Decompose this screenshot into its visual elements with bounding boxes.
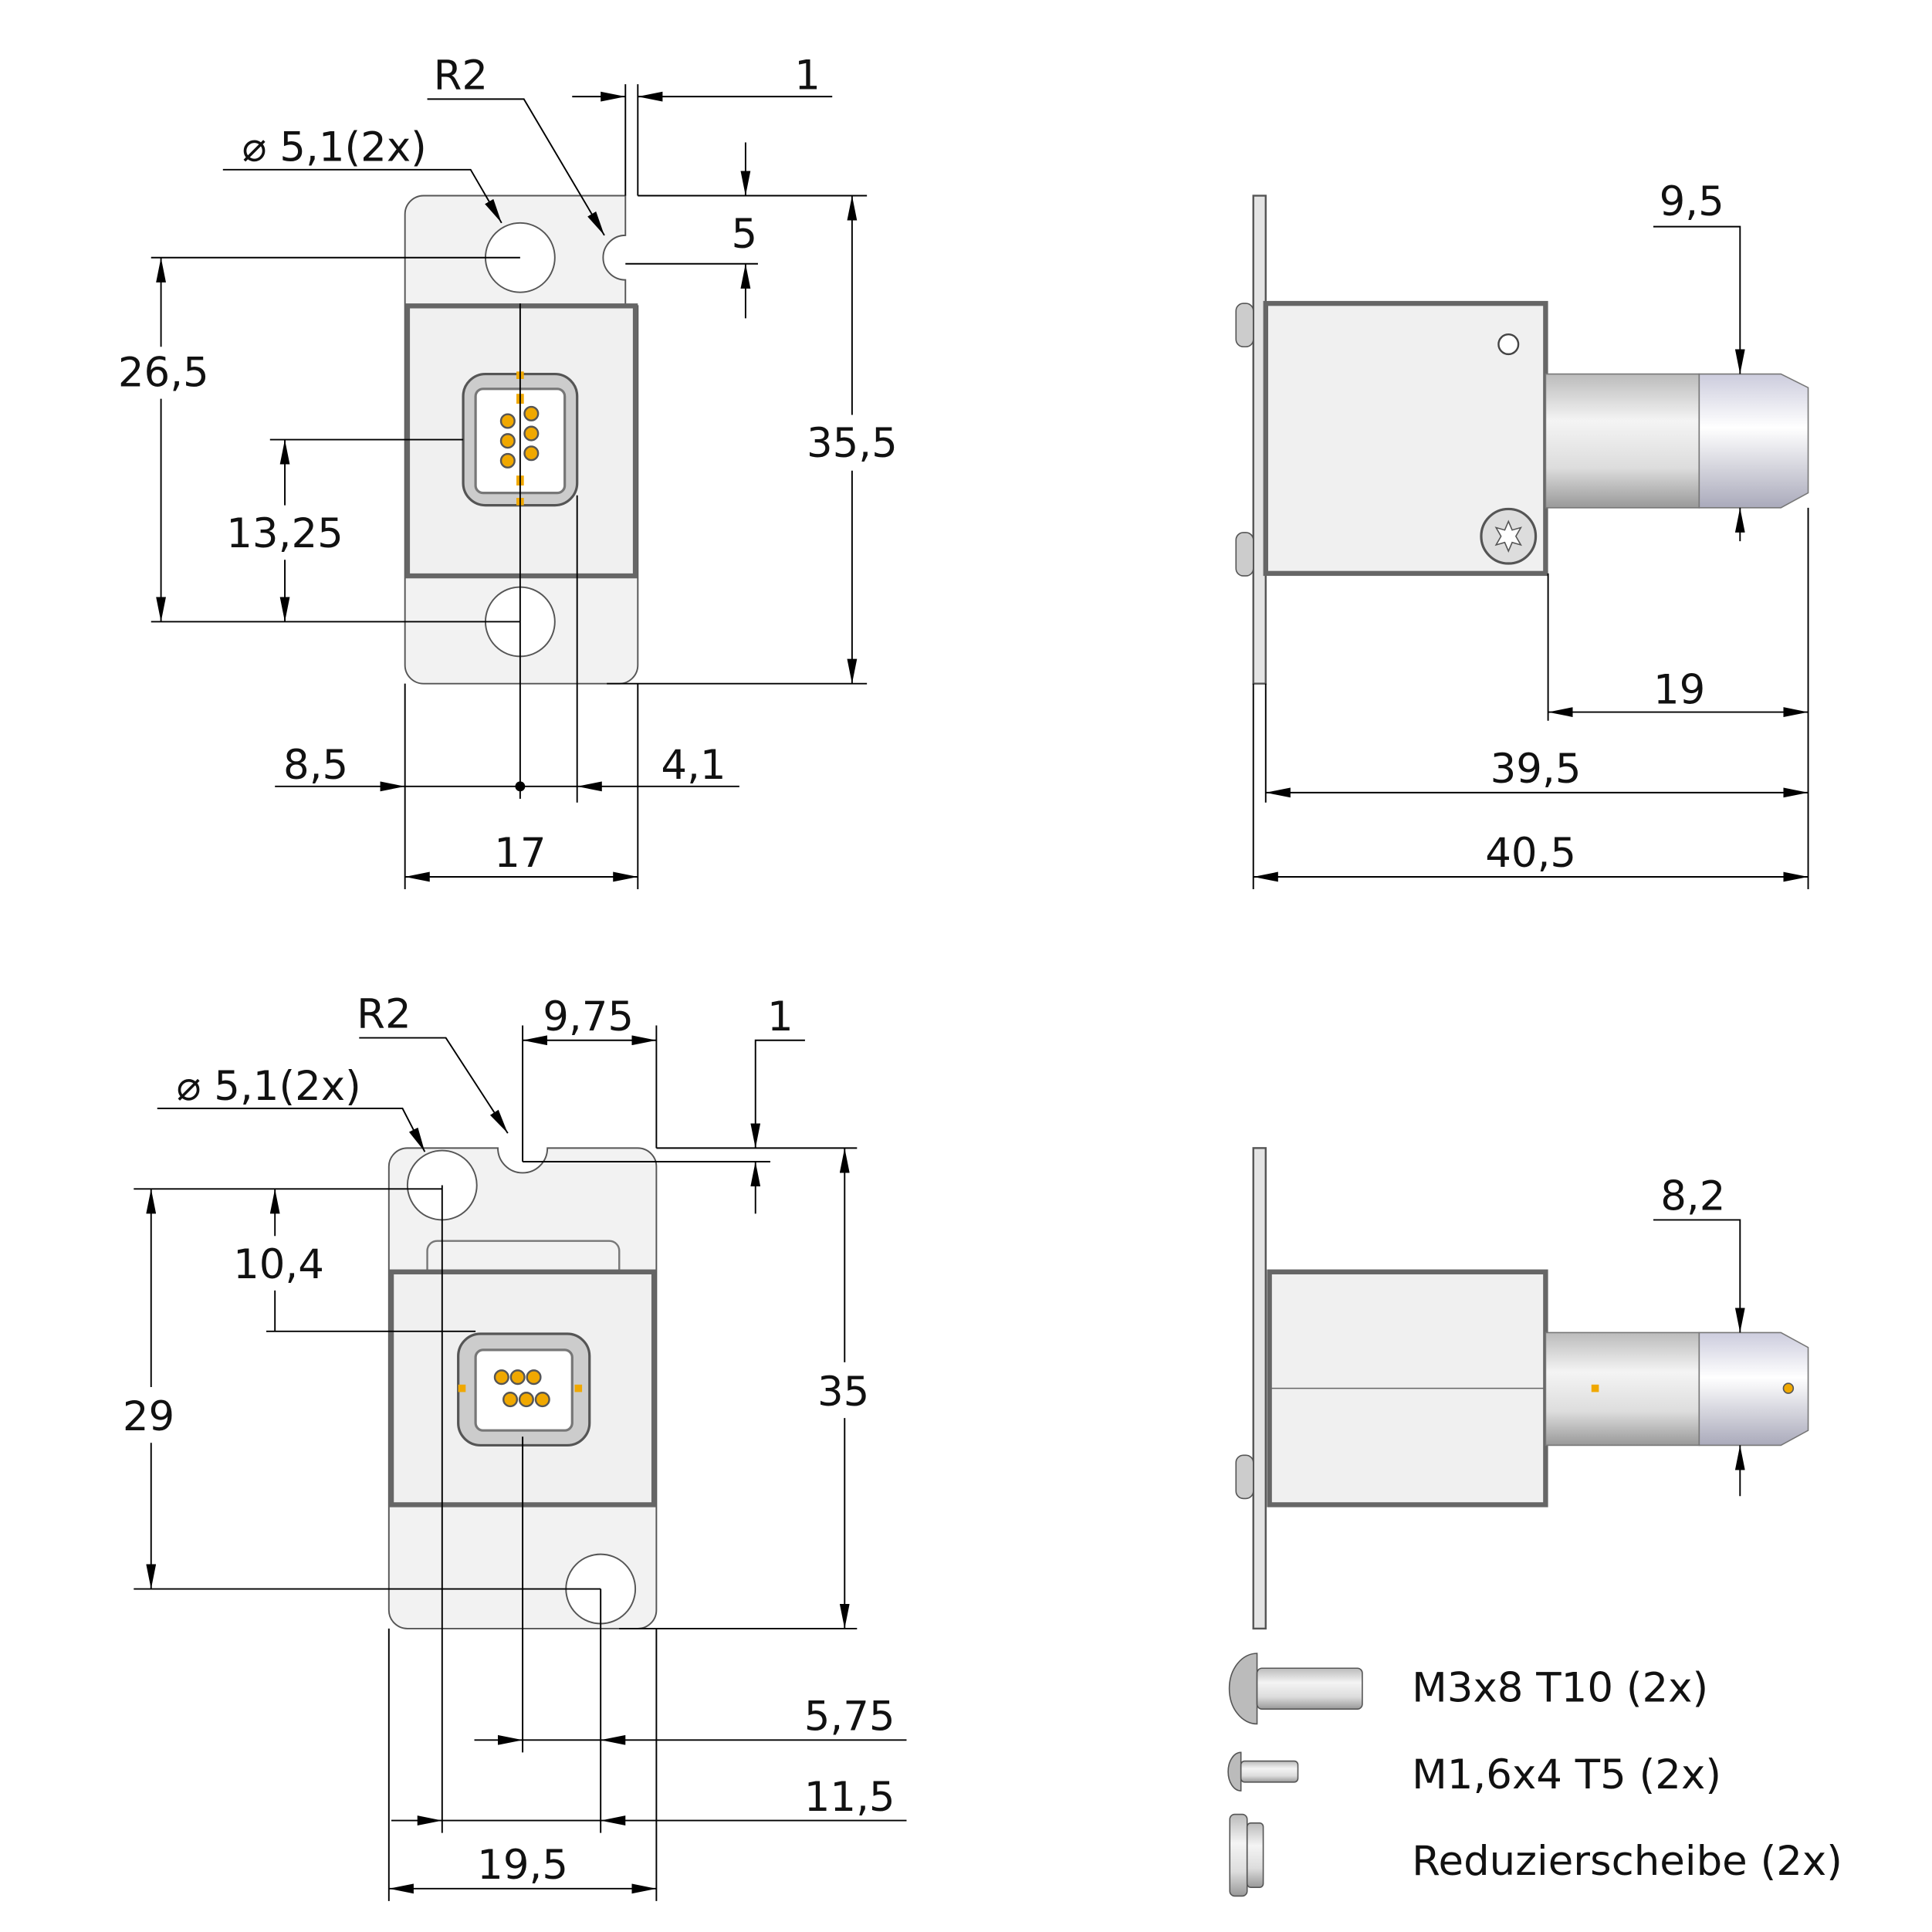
dim-edge-offset: 4,1 (661, 742, 726, 789)
dim-notch-depth: 1 (767, 993, 793, 1040)
bottom-front-view: R2 9,75 1 ⌀ 5,1(2x) 35 10,4 29 5,75 11,5… (123, 991, 907, 1901)
bottom-side-view: 8,2 (1235, 1147, 1809, 1630)
connector-face (474, 1348, 574, 1432)
screw-head (1235, 303, 1254, 348)
dim-hole-spacing: 29 (123, 1393, 174, 1440)
pin-mark (1591, 1384, 1599, 1392)
dim-tip: 9,5 (1660, 178, 1724, 225)
dim-width: 19,5 (477, 1842, 568, 1889)
dim-slot-width: 1 (794, 52, 821, 100)
dim-width: 17 (494, 830, 546, 877)
connector-cylinder (1545, 1331, 1700, 1446)
dim-hole: ⌀ 5,1(2x) (177, 1063, 361, 1110)
dim-hole-offset: 10,4 (233, 1241, 324, 1288)
dim-offset-a: 5,75 (804, 1693, 895, 1740)
legend-item-label: M3x8 T10 (2x) (1412, 1665, 1708, 1712)
parts-legend: M3x8 T10 (2x) M1,6x4 T5 (2x) Reduziersch… (1227, 1653, 1842, 1897)
contact-pins (458, 1369, 583, 1408)
dim-hole: ⌀ 5,1(2x) (242, 124, 427, 171)
screw-small-icon (1227, 1751, 1299, 1792)
legend-item-label: M1,6x4 T5 (2x) (1412, 1751, 1721, 1798)
dimension-lines (1252, 225, 1809, 890)
dim-notch-pos: 9,75 (543, 993, 634, 1040)
dim-height: 35 (817, 1369, 869, 1416)
dim-offset-b: 11,5 (804, 1774, 895, 1821)
dimension-lines (134, 1025, 907, 1901)
dimension-lines (151, 84, 868, 890)
vent-hole (1497, 333, 1520, 356)
flange (1252, 1147, 1267, 1630)
center-dot (515, 781, 526, 792)
screw-head (1235, 532, 1254, 577)
top-front-view: R2 1 ⌀ 5,1(2x) 5 35,5 26,5 13,25 8,5 4,1… (118, 52, 898, 890)
dim-slot-depth: 5 (731, 211, 757, 258)
dim-body-length: 39,5 (1490, 746, 1582, 793)
screw-head (1235, 1454, 1254, 1500)
screw-large-icon (1228, 1653, 1363, 1725)
connector-tip (1698, 373, 1809, 509)
pin-mark (1782, 1382, 1795, 1394)
dim-total-length: 40,5 (1485, 830, 1576, 877)
dim-extension: 19 (1653, 666, 1705, 713)
dim-hole-spacing: 26,5 (118, 350, 209, 397)
torx-icon (1494, 519, 1522, 553)
dim-center-x: 8,5 (283, 742, 348, 789)
dim-height: 35,5 (807, 420, 898, 467)
connector-tip (1698, 1331, 1809, 1446)
washer-icon (1229, 1813, 1264, 1897)
dim-r2: R2 (434, 52, 488, 100)
legend-item-label: Reduzierscheibe (2x) (1412, 1838, 1842, 1885)
connector-cylinder (1545, 373, 1700, 509)
slot-outline (426, 1240, 621, 1276)
dimension-lines (1653, 1219, 1745, 1497)
top-side-view: 9,5 19 39,5 40,5 (1235, 178, 1809, 890)
dim-r2: R2 (357, 991, 411, 1038)
dim-tip: 8,2 (1660, 1173, 1725, 1220)
dim-connector-offset: 13,25 (226, 510, 343, 557)
